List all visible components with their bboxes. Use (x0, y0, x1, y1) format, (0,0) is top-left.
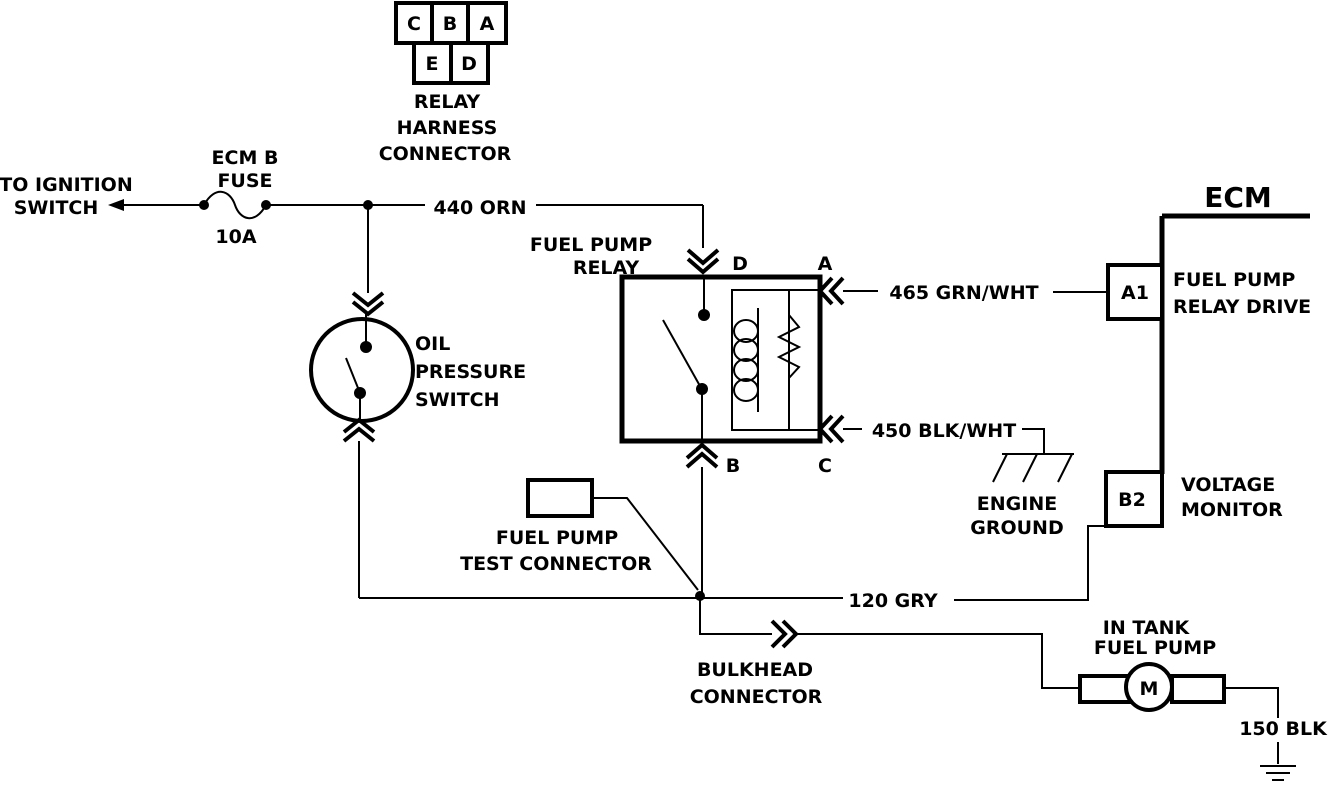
ecm-pin-b2: B2 VOLTAGE MONITOR (1104, 470, 1283, 528)
ecm-pin-a1-label-line-2: RELAY DRIVE (1173, 296, 1311, 318)
ground-icon (1260, 765, 1296, 781)
relay-body (619, 274, 823, 444)
bulkhead-label-line-2: CONNECTOR (690, 686, 823, 708)
ignition-label-line-2: SWITCH (14, 197, 99, 219)
engine-ground-label-line-1: ENGINE (977, 493, 1057, 515)
harness-pin-b: B (443, 13, 457, 35)
fuse-rating: 10A (215, 226, 256, 248)
motor-letter: M (1140, 678, 1159, 700)
wire-440-orn: 440 ORN (266, 197, 704, 248)
bulkhead-connector: BULKHEAD CONNECTOR (690, 598, 1080, 708)
engine-ground: ENGINE GROUND (970, 428, 1074, 539)
harness-pin-a: A (480, 13, 495, 35)
coil-icon (733, 308, 759, 412)
ecm-pin-a1: A1 FUEL PUMP RELAY DRIVE (1106, 263, 1311, 321)
ignition-feed: TO IGNITION SWITCH (0, 174, 204, 219)
test-connector-label-line-1: FUEL PUMP (496, 527, 618, 549)
ignition-label-line-1: TO IGNITION (0, 174, 133, 196)
wire-120-gry-label: 120 GRY (848, 590, 937, 612)
connector-chevron-icon (342, 417, 376, 443)
fuel-pump-label-line-1: IN TANK (1103, 617, 1191, 639)
harness-pin-d: D (461, 53, 477, 75)
test-connector-label-line-2: TEST CONNECTOR (460, 553, 652, 575)
harness-label-line-1: RELAY (414, 91, 481, 113)
ecm-pin-b2-label-line-2: MONITOR (1181, 499, 1283, 521)
fuel-pump-test-connector: FUEL PUMP TEST CONNECTOR (460, 478, 699, 591)
ecm-pin-b2-label-line-1: VOLTAGE (1181, 474, 1275, 496)
harness-label-line-2: HARNESS (397, 117, 498, 139)
relay-label-line-1: FUEL PUMP (530, 234, 652, 256)
connector-chevron-icon (686, 248, 720, 275)
ecm-pin-a1-id: A1 (1121, 282, 1149, 304)
ecm-b-fuse: ECM B FUSE 10A (199, 147, 278, 248)
ecm-pin-a1-label-line-1: FUEL PUMP (1173, 269, 1295, 291)
wire-120-gry: 120 GRY (359, 525, 1106, 612)
harness-pin-e: E (426, 53, 439, 75)
relay-terminal-b: B (726, 455, 740, 477)
fuse-label-line-1: ECM B (212, 147, 279, 169)
connector-chevron-icon (770, 619, 799, 649)
wire-450-blk-wht-label: 450 BLK/WHT (872, 420, 1016, 442)
fuse-label-line-2: FUSE (217, 170, 272, 192)
relay-terminal-a: A (818, 253, 833, 275)
wire-440-orn-label: 440 ORN (434, 197, 527, 219)
oil-pressure-switch: OIL PRESSURE SWITCH (309, 205, 526, 598)
ground-icon (992, 453, 1073, 483)
relay-harness-connector: C B A E D RELAY HARNESS CONNECTOR (379, 1, 512, 165)
ecm-title: ECM (1204, 181, 1272, 214)
wire-465-grn-wht-label: 465 GRN/WHT (889, 282, 1038, 304)
oil-switch-label-line-2: PRESSURE (415, 361, 526, 383)
resistor-icon (776, 314, 802, 379)
connector-chevron-icon (351, 291, 385, 317)
motor-icon (1124, 662, 1174, 712)
relay-terminal-d: D (732, 253, 748, 275)
harness-pin-c: C (407, 13, 421, 35)
bulkhead-label-line-1: BULKHEAD (697, 659, 813, 681)
in-tank-fuel-pump: IN TANK FUEL PUMP M (1078, 617, 1279, 718)
oil-switch-label-line-3: SWITCH (415, 389, 500, 411)
arrow-left-icon (108, 199, 124, 211)
ecm-pin-b2-id: B2 (1118, 489, 1146, 511)
oil-switch-label-line-1: OIL (415, 333, 450, 355)
ecm: ECM A1 FUEL PUMP RELAY DRIVE B2 VOLTAGE … (1104, 181, 1311, 528)
connector-chevron-icon (817, 414, 845, 444)
relay-label-line-2: RELAY (573, 257, 640, 279)
relay-terminal-c: C (818, 455, 832, 477)
fuel-pump-label-line-2: FUEL PUMP (1094, 637, 1216, 659)
relay-coil-frame (731, 289, 821, 431)
wire-150-blk-label: 150 BLK (1239, 718, 1328, 740)
fuel-pump-relay: FUEL PUMP RELAY D A (530, 234, 878, 598)
harness-label-line-3: CONNECTOR (379, 143, 512, 165)
engine-ground-label-line-2: GROUND (970, 517, 1063, 539)
connector-chevron-icon (817, 276, 845, 306)
connector-chevron-icon (685, 442, 719, 469)
pump-ground: 150 BLK (1239, 718, 1328, 781)
